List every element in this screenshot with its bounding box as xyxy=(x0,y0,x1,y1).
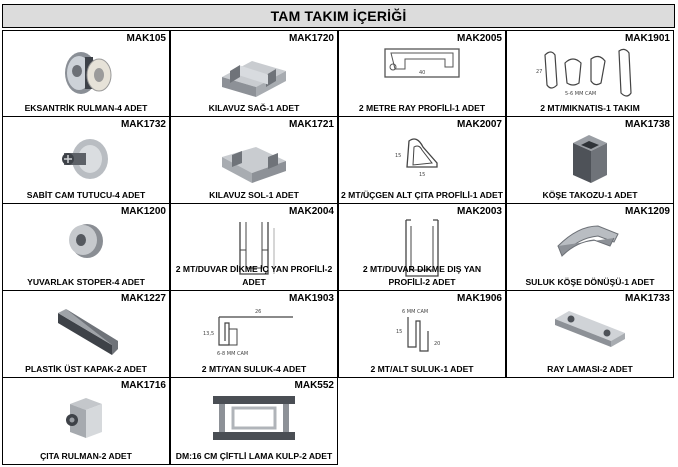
part-code: MAK1901 xyxy=(624,33,670,44)
part-code: MAK552 xyxy=(294,380,334,391)
part-code: MAK2004 xyxy=(288,206,334,217)
part-label: KILAVUZ SOL-1 ADET xyxy=(209,190,299,200)
part-cell-mak1227: MAK1227 PLASTİK ÜST KAPAK-2 ADET xyxy=(2,290,170,378)
svg-text:20: 20 xyxy=(434,341,440,347)
part-label: 2 MT/YAN SULUK-4 ADET xyxy=(201,364,307,374)
part-cell-mak2005: MAK2005 40 2 METRE RAY PROFİLİ-1 ADET xyxy=(338,30,506,117)
part-code: MAK1209 xyxy=(624,206,670,217)
part-label: KÖŞE TAKOZU-1 ADET xyxy=(542,190,638,200)
svg-text:6-8 MM CAM: 6-8 MM CAM xyxy=(217,351,248,357)
part-cell-mak1906: MAK1906 6 MM CAM 15 20 2 MT/ALT SULUK-1 … xyxy=(338,290,506,378)
part-label: 2 MT/DUVAR DİKME DIŞ YAN PROFİLİ-2 ADET xyxy=(362,264,482,287)
part-code: MAK1732 xyxy=(120,119,166,130)
part-label: 2 MT/MIKNATIS-1 TAKIM xyxy=(540,103,640,113)
part-label: PLASTİK ÜST KAPAK-2 ADET xyxy=(25,364,147,374)
svg-text:13,5: 13,5 xyxy=(203,331,214,337)
part-code: MAK1720 xyxy=(288,33,334,44)
rail-profile-icon: 40 xyxy=(339,43,505,101)
part-code: MAK1227 xyxy=(120,293,166,304)
part-code: MAK1906 xyxy=(456,293,502,304)
part-code: MAK1733 xyxy=(624,293,670,304)
part-code: MAK2005 xyxy=(456,33,502,44)
svg-text:27: 27 xyxy=(536,69,542,75)
part-label: DM:16 CM ÇİFTLİ LAMA KULP-2 ADET xyxy=(175,451,333,461)
corner-block-icon xyxy=(507,129,673,187)
svg-text:15: 15 xyxy=(419,172,425,178)
svg-text:5-6 MM CAM: 5-6 MM CAM xyxy=(565,91,596,97)
part-code: MAK1716 xyxy=(120,380,166,391)
part-code: MAK1738 xyxy=(624,119,670,130)
svg-text:40: 40 xyxy=(419,70,425,76)
part-cell-mak1901: MAK1901 27 5-6 MM CAM 2 MT/MIKNATIS-1 TA… xyxy=(506,30,674,117)
guide-right-icon xyxy=(171,43,337,101)
part-cell-mak1732: MAK1732 SABİT CAM TUTUCU-4 ADET xyxy=(2,116,170,204)
wall-inner-profile-icon xyxy=(171,216,337,275)
part-label: 2 MT/ALT SULUK-1 ADET xyxy=(370,364,474,374)
round-stopper-icon xyxy=(3,216,169,274)
svg-text:26: 26 xyxy=(255,309,261,315)
wall-outer-profile-icon xyxy=(339,216,505,277)
drip-corner-icon xyxy=(507,216,673,274)
strip-bearing-icon xyxy=(3,390,169,452)
part-code: MAK2007 xyxy=(456,119,502,130)
part-code: MAK1721 xyxy=(288,119,334,130)
part-code: MAK1903 xyxy=(288,293,334,304)
glass-holder-icon xyxy=(3,129,169,187)
part-cell-mak1200: MAK1200 YUVARLAK STOPER-4 ADET xyxy=(2,203,170,291)
part-label: KILAVUZ SAĞ-1 ADET xyxy=(208,103,300,113)
part-cell-mak1716: MAK1716 ÇITA RULMAN-2 ADET xyxy=(2,377,170,465)
part-label: 2 METRE RAY PROFİLİ-1 ADET xyxy=(358,103,486,113)
eccentric-bearing-icon xyxy=(3,43,169,101)
part-cell-mak1903: MAK1903 26 13,5 6-8 MM CAM 2 MT/YAN SULU… xyxy=(170,290,338,378)
part-label: YUVARLAK STOPER-4 ADET xyxy=(27,277,145,287)
part-label: 2 MT/ÜÇGEN ALT ÇITA PROFİLİ-1 ADET xyxy=(341,190,503,200)
part-cell-mak1720: MAK1720 KILAVUZ SAĞ-1 ADET xyxy=(170,30,338,117)
part-cell-mak1738: MAK1738 KÖŞE TAKOZU-1 ADET xyxy=(506,116,674,204)
part-label: 2 MT/DUVAR DİKME İÇ YAN PROFİLİ-2 ADET xyxy=(175,264,333,287)
triangle-profile-icon: 15 15 xyxy=(339,129,505,187)
part-label: EKSANTRİK RULMAN-4 ADET xyxy=(24,103,148,113)
part-cell-mak105: MAK105 EKSANTRİK RULMAN-4 ADET xyxy=(2,30,170,117)
bottom-drip-icon: 6 MM CAM 15 20 xyxy=(339,303,505,361)
part-label: RAY LAMASI-2 ADET xyxy=(547,364,633,374)
sheet-title: TAM TAKIM İÇERİĞİ xyxy=(2,4,675,28)
magnet-profile-icon: 27 5-6 MM CAM xyxy=(507,43,673,101)
part-cell-mak552: MAK552 DM:16 CM ÇİFTLİ LAMA KULP-2 ADET xyxy=(170,377,338,465)
part-cell-mak1733: MAK1733 RAY LAMASI-2 ADET xyxy=(506,290,674,378)
top-cap-icon xyxy=(3,303,169,361)
svg-text:15: 15 xyxy=(395,153,401,159)
svg-text:15: 15 xyxy=(396,329,402,335)
side-drip-icon: 26 13,5 6-8 MM CAM xyxy=(171,303,337,361)
part-cell-mak2004: MAK2004 2 MT/DUVAR DİKME İÇ YAN PROFİLİ-… xyxy=(170,203,338,291)
part-label: ÇITA RULMAN-2 ADET xyxy=(40,451,132,461)
part-cell-mak1721: MAK1721 KILAVUZ SOL-1 ADET xyxy=(170,116,338,204)
rail-plate-icon xyxy=(507,303,673,361)
part-cell-mak2003: MAK2003 2 MT/DUVAR DİKME DIŞ YAN PROFİLİ… xyxy=(338,203,506,291)
part-label: SABİT CAM TUTUCU-4 ADET xyxy=(26,190,146,200)
svg-text:6 MM CAM: 6 MM CAM xyxy=(402,309,428,315)
part-cell-mak1209: MAK1209 SULUK KÖŞE DÖNÜŞÜ-1 ADET xyxy=(506,203,674,291)
double-handle-icon xyxy=(171,390,337,452)
part-code: MAK2003 xyxy=(456,206,502,217)
part-code: MAK1200 xyxy=(120,206,166,217)
part-code: MAK105 xyxy=(126,33,166,44)
part-label: SULUK KÖŞE DÖNÜŞÜ-1 ADET xyxy=(525,277,655,287)
part-cell-mak2007: MAK2007 15 15 2 MT/ÜÇGEN ALT ÇITA PROFİL… xyxy=(338,116,506,204)
guide-left-icon xyxy=(171,129,337,187)
